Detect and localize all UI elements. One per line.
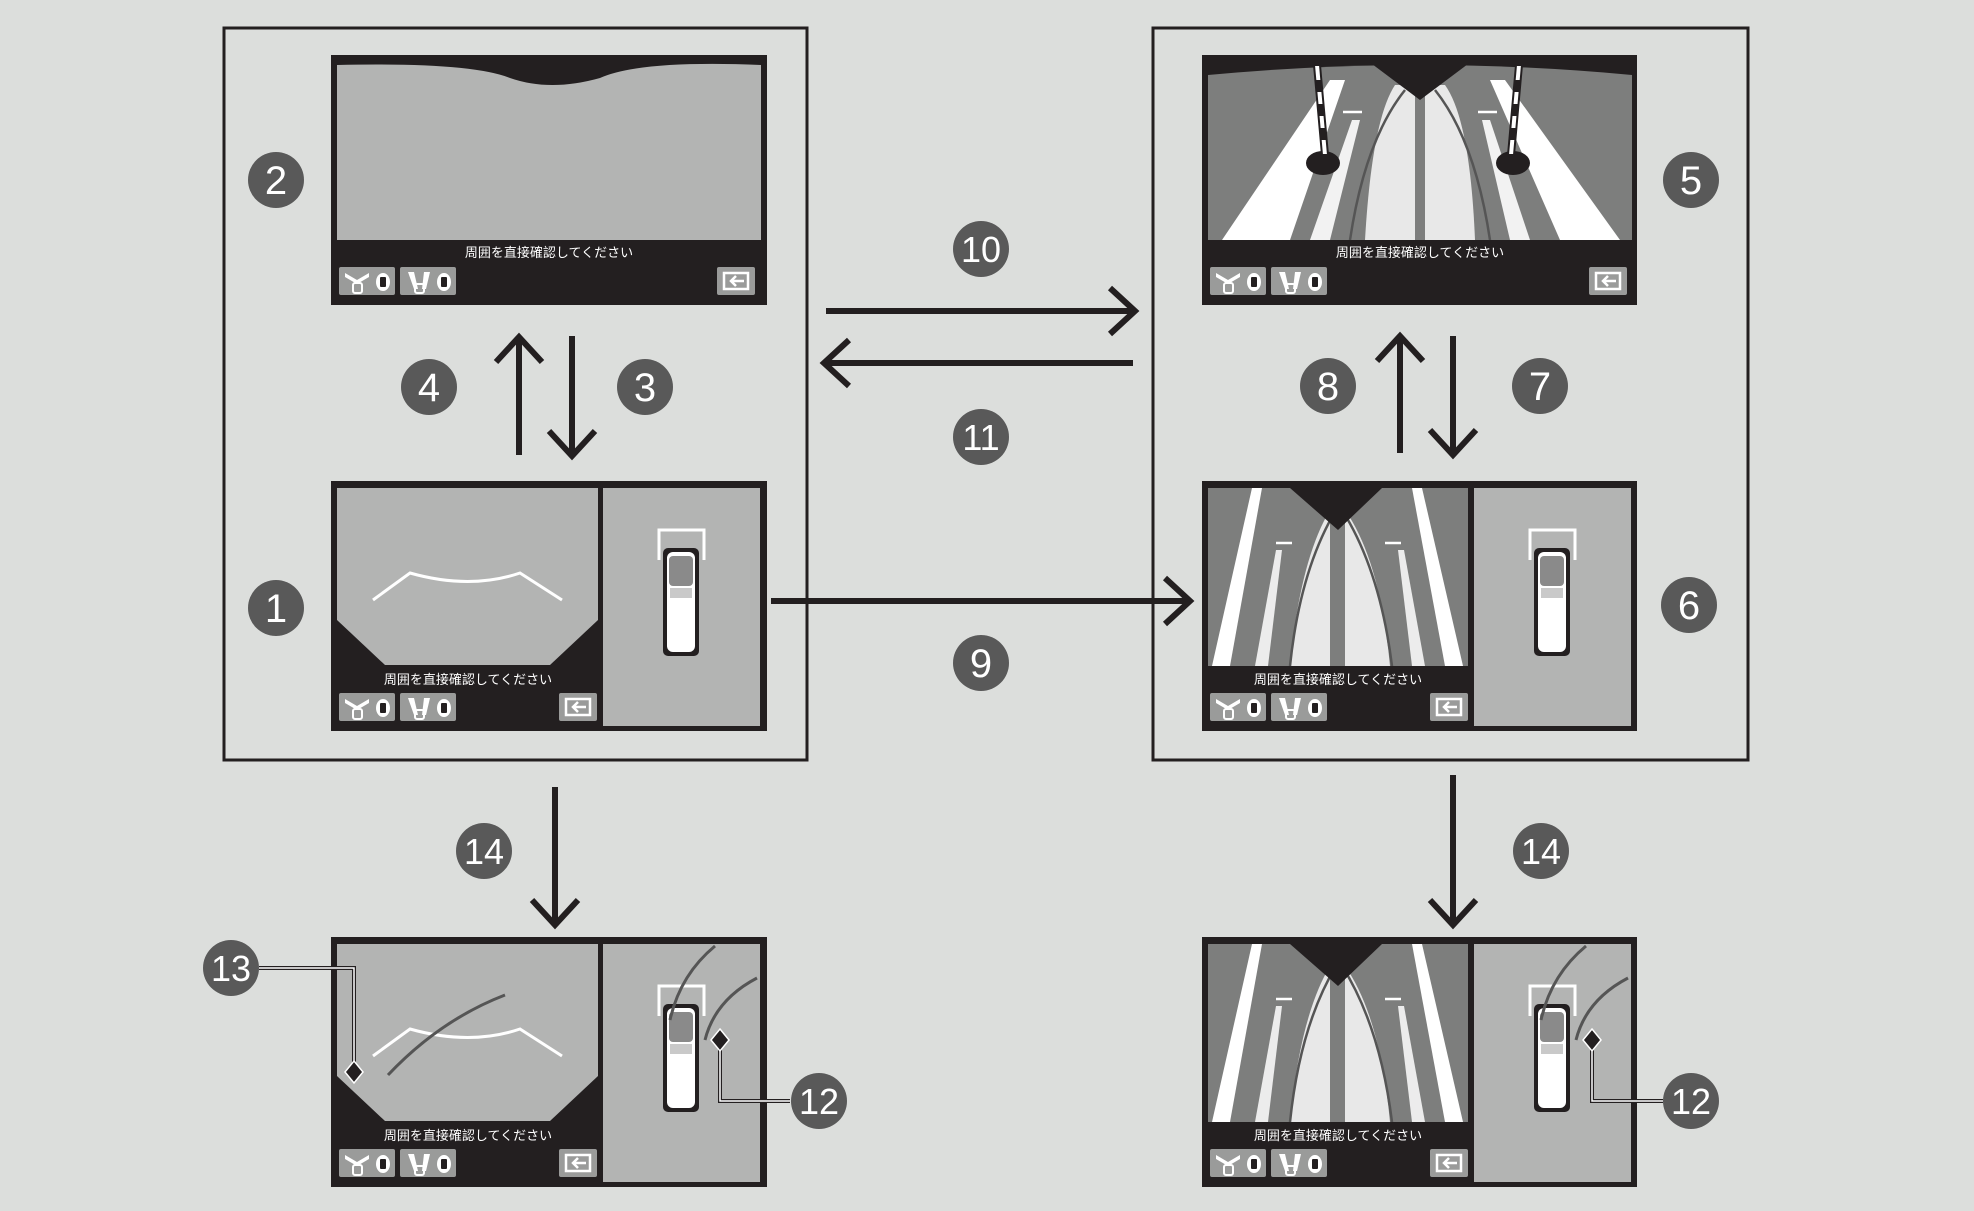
arrow-head xyxy=(546,428,598,461)
badge-8: 8 xyxy=(1300,358,1356,414)
badge-11: 11 xyxy=(953,409,1009,465)
badge-12-left: 12 xyxy=(791,1073,847,1129)
back-exit-icon xyxy=(715,265,757,297)
badge-14-left: 14 xyxy=(456,823,512,879)
svg-text:3: 3 xyxy=(634,366,656,410)
leader-pointer-icon xyxy=(710,1027,730,1053)
svg-text:9: 9 xyxy=(970,642,992,686)
screen-front-top-view: 周囲を直接確認してください xyxy=(331,481,767,731)
arrow-head xyxy=(1427,427,1479,460)
sensor-warning-icon xyxy=(399,266,457,296)
badge-14-right: 14 xyxy=(1513,823,1569,879)
svg-text:12: 12 xyxy=(1671,1081,1711,1122)
arrow-head xyxy=(1162,575,1195,627)
screen-caption: 周囲を直接確認してください xyxy=(1336,245,1504,261)
screen-side-top-view: 周囲を直接確認してください xyxy=(1202,481,1637,731)
svg-text:1: 1 xyxy=(265,587,287,631)
sensor-icon xyxy=(338,692,396,722)
arrow-head xyxy=(1107,285,1140,337)
svg-text:4: 4 xyxy=(418,366,440,410)
screen-side-top-view-guides: 周囲を直接確認してください xyxy=(1202,937,1637,1187)
back-exit-icon xyxy=(1428,691,1470,723)
badge-2: 2 xyxy=(248,152,304,208)
screen-caption: 周囲を直接確認してください xyxy=(384,672,552,688)
sensor-warning-icon xyxy=(1270,266,1328,296)
badge-1: 1 xyxy=(248,580,304,636)
leader-lines xyxy=(259,966,1663,1103)
leader-pointer-icon xyxy=(344,1059,364,1085)
badge-4: 4 xyxy=(401,359,457,415)
back-exit-icon xyxy=(557,1147,599,1179)
screen-front-wide-view: 周囲を直接確認してください xyxy=(331,55,767,305)
sensor-icon xyxy=(1209,266,1267,296)
badge-9: 9 xyxy=(953,635,1009,691)
mode-group-box-left xyxy=(222,26,809,762)
arrow-head xyxy=(819,337,852,389)
sensor-icon xyxy=(338,1148,396,1178)
sensor-warning-icon xyxy=(399,1148,457,1178)
sensor-warning-icon xyxy=(399,692,457,722)
svg-text:14: 14 xyxy=(464,831,504,872)
guide-line-icon xyxy=(386,993,506,1077)
sensor-icon xyxy=(1209,1148,1267,1178)
arrow-head xyxy=(493,332,545,365)
screen-caption: 周囲を直接確認してください xyxy=(1254,672,1422,688)
svg-text:10: 10 xyxy=(961,229,1001,270)
badge-7: 7 xyxy=(1512,358,1568,414)
svg-text:5: 5 xyxy=(1680,159,1702,203)
badge-3: 3 xyxy=(617,359,673,415)
screen-front-top-view-guides: 周囲を直接確認してください xyxy=(331,937,767,1187)
svg-text:14: 14 xyxy=(1521,831,1561,872)
svg-text:8: 8 xyxy=(1317,365,1339,409)
arrow-head xyxy=(529,897,581,930)
mode-group-box-right xyxy=(1151,26,1750,762)
svg-text:11: 11 xyxy=(962,417,999,458)
screen-caption: 周囲を直接確認してください xyxy=(1254,1128,1422,1144)
sensor-icon xyxy=(338,266,396,296)
svg-text:13: 13 xyxy=(211,948,251,989)
leader-pointer-icon xyxy=(1582,1027,1602,1053)
transition-arrows xyxy=(493,285,1479,930)
back-exit-icon xyxy=(1587,265,1629,297)
sensor-warning-icon xyxy=(1270,1148,1328,1178)
back-exit-icon xyxy=(1428,1147,1470,1179)
badge-13: 13 xyxy=(203,940,259,996)
svg-text:2: 2 xyxy=(265,159,287,203)
badge-6: 6 xyxy=(1661,577,1717,633)
screen-caption: 周囲を直接確認してください xyxy=(384,1128,552,1144)
sensor-warning-icon xyxy=(1270,692,1328,722)
svg-text:7: 7 xyxy=(1529,365,1551,409)
guide-line-icon xyxy=(372,1027,563,1058)
sensor-icon xyxy=(1209,692,1267,722)
badge-10: 10 xyxy=(953,221,1009,277)
arrow-head xyxy=(1427,897,1479,930)
guide-line-icon xyxy=(372,571,563,602)
badge-5: 5 xyxy=(1663,152,1719,208)
svg-text:6: 6 xyxy=(1678,584,1700,628)
arrow-head xyxy=(1374,331,1426,364)
screen-caption: 周囲を直接確認してください xyxy=(465,245,633,261)
badge-12-right: 12 xyxy=(1663,1073,1719,1129)
svg-text:12: 12 xyxy=(799,1081,839,1122)
back-exit-icon xyxy=(557,691,599,723)
screen-side-wide-view: 周囲を直接確認してください xyxy=(1202,55,1637,305)
